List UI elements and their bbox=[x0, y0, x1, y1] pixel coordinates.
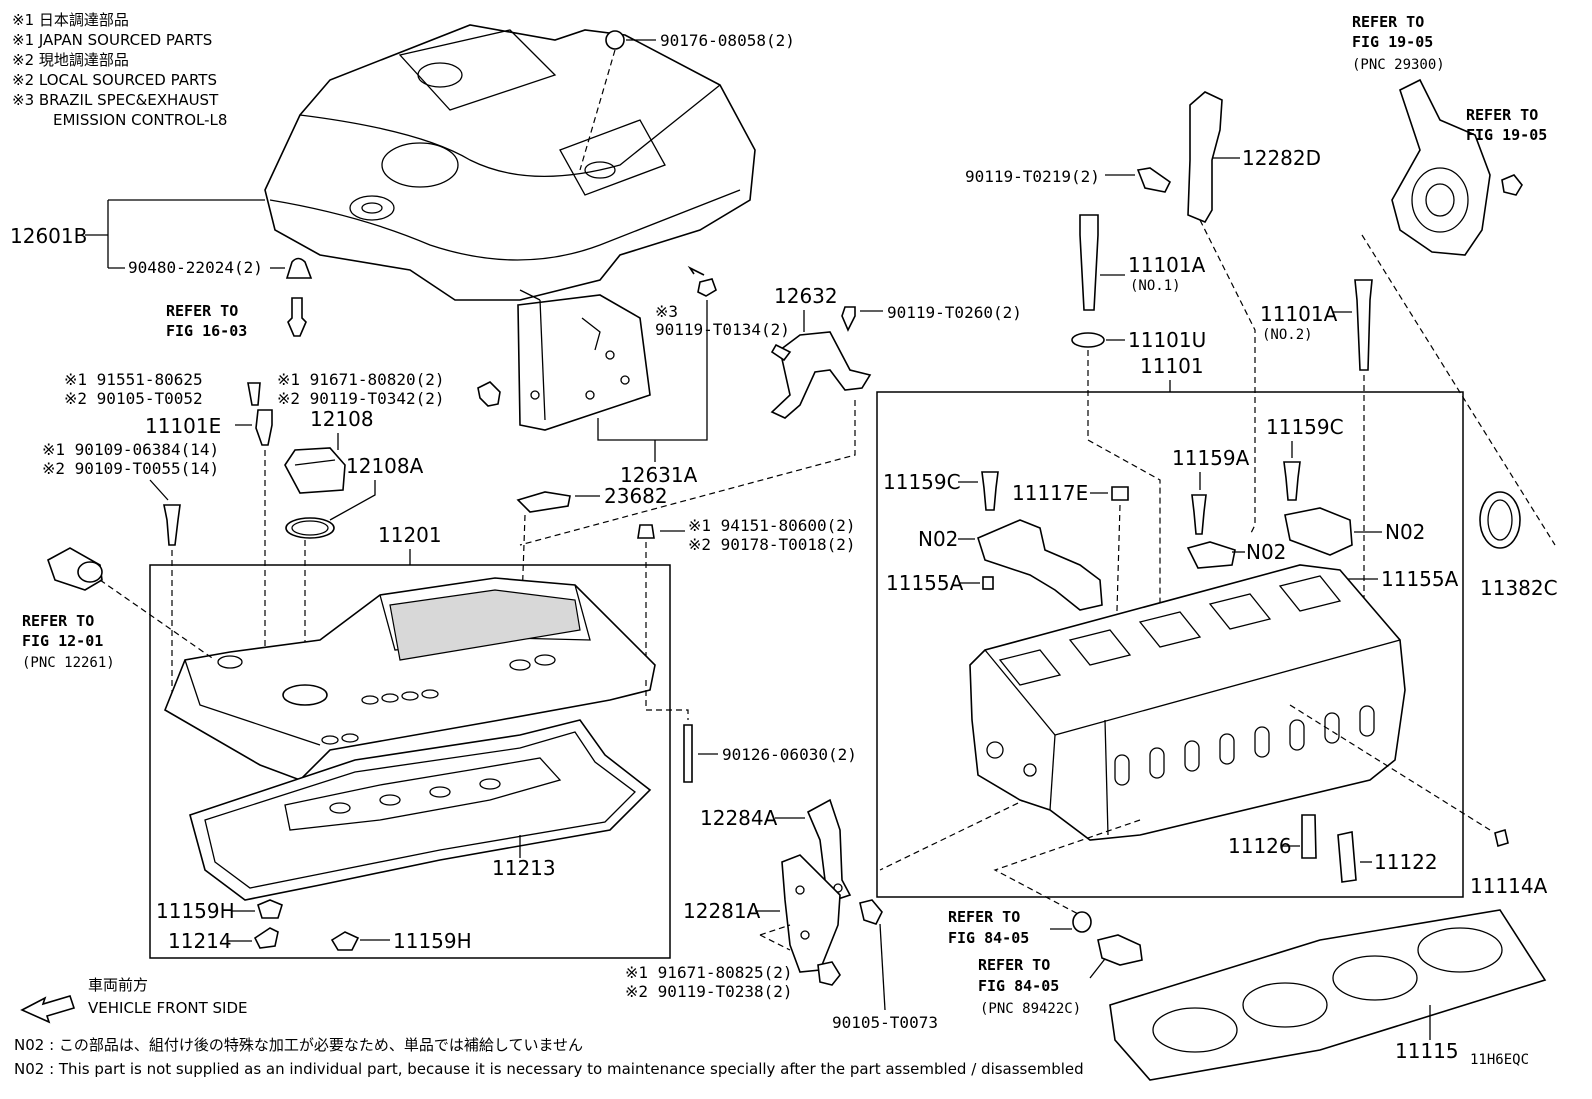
label-11214: 11214 bbox=[168, 929, 232, 953]
label-11213: 11213 bbox=[492, 856, 556, 880]
label-90105-T0073: 90105-T0073 bbox=[832, 1013, 938, 1032]
legend-line-3: ※2 現地調達部品 bbox=[12, 51, 129, 69]
label-90126-06030: 90126-06030(2) bbox=[722, 745, 857, 764]
refer-fig16-line1: REFER TO bbox=[166, 302, 238, 320]
label-90119-T0219: 90119-T0219(2) bbox=[965, 167, 1100, 186]
refer-fig12-line3: (PNC 12261) bbox=[22, 655, 115, 671]
label-N02-b: N02 bbox=[1246, 540, 1286, 564]
label-90178-T0018: ※2 90178-T0018(2) bbox=[688, 535, 856, 554]
label-11159C-a: 11159C bbox=[883, 470, 961, 494]
label-N02-c: N02 bbox=[1385, 520, 1425, 544]
legend-line-5: ※3 BRAZIL SPEC&EXHAUST bbox=[12, 91, 219, 109]
refer-fig12-line2: FIG 12-01 bbox=[22, 632, 103, 650]
label-90176-08058: 90176-08058(2) bbox=[660, 31, 795, 50]
label-12284A: 12284A bbox=[700, 806, 778, 830]
label-11101A-no2: 11101A bbox=[1260, 302, 1338, 326]
n02-note-jp: N02 : この部品は、組付け後の特殊な加工が必要なため、単品では補給していませ… bbox=[14, 1036, 583, 1054]
label-90119-T0342: ※2 90119-T0342(2) bbox=[277, 389, 445, 408]
refer-fig19a-line1: REFER TO bbox=[1352, 13, 1424, 31]
label-11114A: 11114A bbox=[1470, 874, 1548, 898]
legend-line-1: ※1 日本調達部品 bbox=[12, 11, 129, 29]
label-11159C-b: 11159C bbox=[1266, 415, 1344, 439]
label-12632: 12632 bbox=[774, 284, 838, 308]
cylinder-head-illustration bbox=[969, 564, 1406, 841]
front-arrow-icon bbox=[20, 995, 76, 1024]
refer-fig19b-line1: REFER TO bbox=[1466, 106, 1538, 124]
refer-fig84a-line1: REFER TO bbox=[948, 908, 1020, 926]
legend-line-4: ※2 LOCAL SOURCED PARTS bbox=[12, 71, 217, 89]
label-12282D: 12282D bbox=[1242, 146, 1321, 170]
refer-fig19b-line2: FIG 19-05 bbox=[1466, 126, 1547, 144]
label-91671-80820: ※1 91671-80820(2) bbox=[277, 370, 445, 389]
label-11159H-a: 11159H bbox=[156, 899, 235, 923]
label-11101A-no2-sub: (NO.2) bbox=[1262, 327, 1313, 343]
label-90119-T0238: ※2 90119-T0238(2) bbox=[625, 982, 793, 1001]
label-12108: 12108 bbox=[310, 407, 374, 431]
refer-fig84a-line2: FIG 84-05 bbox=[948, 929, 1029, 947]
label-11159A: 11159A bbox=[1172, 446, 1250, 470]
label-90109-T0055: ※2 90109-T0055(14) bbox=[42, 459, 219, 478]
label-90480-22024: 90480-22024(2) bbox=[128, 258, 263, 277]
label-11101: 11101 bbox=[1140, 354, 1204, 378]
label-91551-80625: ※1 91551-80625 bbox=[64, 370, 203, 389]
label-94151-80600: ※1 94151-80600(2) bbox=[688, 516, 856, 535]
label-12281A: 12281A bbox=[683, 899, 761, 923]
legend: ※1 日本調達部品 ※1 JAPAN SOURCED PARTS ※2 現地調達… bbox=[12, 11, 227, 129]
label-90119-T0260: 90119-T0260(2) bbox=[887, 303, 1022, 322]
label-11382C: 11382C bbox=[1480, 576, 1558, 600]
front-side-jp: 車両前方 bbox=[88, 976, 148, 994]
label-90119-T0134: 90119-T0134(2) bbox=[655, 320, 790, 339]
label-11155A-b: 11155A bbox=[1381, 567, 1459, 591]
front-side-en: VEHICLE FRONT SIDE bbox=[88, 999, 248, 1017]
bracket-12631A-illustration bbox=[517, 289, 651, 431]
refer-fig16-line2: FIG 16-03 bbox=[166, 322, 247, 340]
group-box-11101 bbox=[876, 391, 1464, 898]
label-12108A: 12108A bbox=[346, 454, 424, 478]
legend-line-2: ※1 JAPAN SOURCED PARTS bbox=[12, 31, 212, 49]
label-11155A-a: 11155A bbox=[886, 571, 964, 595]
label-11117E: 11117E bbox=[1012, 481, 1088, 505]
refer-fig84b-line2: FIG 84-05 bbox=[978, 977, 1059, 995]
label-12601B: 12601B bbox=[10, 224, 87, 248]
refer-fig12-line1: REFER TO bbox=[22, 612, 94, 630]
label-12631A: 12631A bbox=[620, 463, 698, 487]
n02-note-en: N02 : This part is not supplied as an in… bbox=[14, 1060, 1084, 1078]
label-11101U: 11101U bbox=[1128, 328, 1206, 352]
label-90109-06384: ※1 90109-06384(14) bbox=[42, 440, 219, 459]
label-11126: 11126 bbox=[1228, 834, 1292, 858]
engine-cover-illustration bbox=[264, 24, 756, 301]
label-91671-80825: ※1 91671-80825(2) bbox=[625, 963, 793, 982]
label-11101A-no1: 11101A bbox=[1128, 253, 1206, 277]
label-11115: 11115 bbox=[1395, 1039, 1459, 1063]
label-mark3: ※3 bbox=[655, 302, 678, 321]
label-11122: 11122 bbox=[1374, 850, 1438, 874]
label-11201: 11201 bbox=[378, 523, 442, 547]
refer-fig84b-line1: REFER TO bbox=[978, 956, 1050, 974]
label-11159H-b: 11159H bbox=[393, 929, 472, 953]
label-11101E: 11101E bbox=[145, 414, 221, 438]
label-90105-T0052: ※2 90105-T0052 bbox=[64, 389, 203, 408]
refer-fig19a-line3: (PNC 29300) bbox=[1352, 57, 1445, 73]
legend-line-6: EMISSION CONTROL-L8 bbox=[53, 111, 227, 129]
diagram-code: 11H6EQC bbox=[1470, 1052, 1529, 1068]
group-box-11201 bbox=[149, 564, 671, 959]
refer-fig19a-line2: FIG 19-05 bbox=[1352, 33, 1433, 51]
refer-fig84b-line3: (PNC 89422C) bbox=[980, 1001, 1081, 1017]
cylinder-head-cover-illustration bbox=[164, 577, 656, 781]
label-23682: 23682 bbox=[604, 484, 668, 508]
label-11101A-no1-sub: (NO.1) bbox=[1130, 278, 1181, 294]
label-N02-a: N02 bbox=[918, 527, 958, 551]
